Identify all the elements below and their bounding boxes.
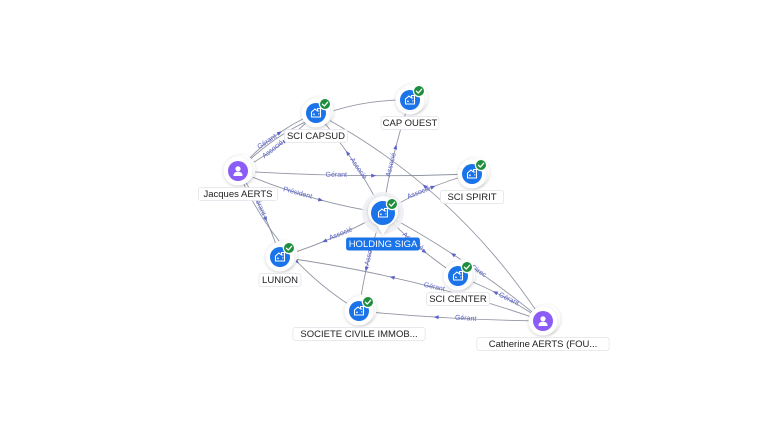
building-icon xyxy=(452,270,464,281)
node-label-center[interactable]: SCI CENTER xyxy=(425,292,490,306)
node-holding[interactable]: HOLDING SIGA xyxy=(346,192,420,251)
edge-arrow xyxy=(389,275,395,280)
node-label-text: CAP OUEST xyxy=(383,118,438,129)
node-center[interactable]: SCI CENTER xyxy=(425,259,490,306)
nodes-layer: HOLDING SIGA SCI CAPSUD CAP OUEST SCI SPIRI… xyxy=(198,83,610,351)
edge-arrow xyxy=(450,252,457,258)
building-icon xyxy=(353,305,365,316)
check-badge-icon xyxy=(460,260,474,274)
edge-catherine-scimmo xyxy=(358,310,544,322)
node-label-text: SCI CAPSUD xyxy=(287,131,345,142)
edge-label: Président xyxy=(282,186,312,200)
edge-jacques-spirit xyxy=(237,170,473,177)
node-label-catherine[interactable]: Catherine AERTS (FOU... xyxy=(476,337,610,351)
node-catherine[interactable]: Catherine AERTS (FOU... xyxy=(476,304,610,351)
edge-arrow xyxy=(317,197,324,202)
check-badge-icon xyxy=(318,97,332,111)
edge-arrow xyxy=(433,315,439,320)
edge-label: Associé xyxy=(385,152,398,178)
node-label-text: Jacques AERTS xyxy=(203,189,272,200)
node-label-holding[interactable]: HOLDING SIGA xyxy=(346,237,420,251)
node-label-capouest[interactable]: CAP OUEST xyxy=(380,116,440,130)
node-label-lunion[interactable]: LUNION xyxy=(258,273,302,287)
edge-arrow xyxy=(422,184,428,190)
node-spirit[interactable]: SCI SPIRIT xyxy=(439,157,504,204)
node-label-text: SCI CENTER xyxy=(429,294,487,305)
edge-arrow xyxy=(364,266,369,272)
edge-label: Gérant xyxy=(423,282,445,294)
building-icon xyxy=(466,168,478,179)
edge-arrow xyxy=(345,150,351,157)
building-icon xyxy=(310,107,322,118)
edge-arrow xyxy=(276,131,282,136)
edge-label: Associé xyxy=(406,185,431,201)
building-icon xyxy=(377,207,389,218)
node-label-text: HOLDING SIGA xyxy=(349,239,418,250)
edge-arrow xyxy=(393,144,398,150)
edge-arrow xyxy=(371,173,377,178)
check-badge-icon xyxy=(282,241,296,255)
check-badge-icon xyxy=(412,84,426,98)
node-label-scimmo[interactable]: SOCIETE CIVILE IMMOB... xyxy=(292,327,426,341)
person-icon xyxy=(233,166,243,176)
node-scimmo[interactable]: SOCIETE CIVILE IMMOB... xyxy=(292,294,426,341)
node-label-text: Catherine AERTS (FOU... xyxy=(489,339,598,350)
edge-arrow xyxy=(293,258,299,264)
edge-arrow xyxy=(429,185,436,190)
check-badge-icon xyxy=(361,295,375,309)
edge-arrow xyxy=(263,216,267,222)
node-label-jacques[interactable]: Jacques AERTS xyxy=(198,187,278,201)
building-icon xyxy=(404,94,416,105)
node-label-capsud[interactable]: SCI CAPSUD xyxy=(283,129,348,143)
node-capouest[interactable]: CAP OUEST xyxy=(380,83,440,130)
edge-arrow xyxy=(421,248,427,254)
edge-arrow xyxy=(322,238,328,243)
person-icon xyxy=(538,316,548,326)
node-jacques[interactable]: Jacques AERTS xyxy=(198,154,278,201)
node-label-text: SCI SPIRIT xyxy=(447,192,496,203)
edge-arrow xyxy=(492,291,499,296)
edge-label: Gérant xyxy=(455,315,477,323)
building-icon xyxy=(274,251,286,262)
edge-label: Associé xyxy=(348,157,368,181)
check-badge-icon xyxy=(474,158,488,172)
edge-catherine-lunion xyxy=(279,256,544,322)
node-label-text: SOCIETE CIVILE IMMOB... xyxy=(300,329,417,340)
check-badge-icon xyxy=(385,197,399,211)
edge-label: Gérant xyxy=(326,172,347,179)
node-lunion[interactable]: LUNION xyxy=(258,240,302,287)
node-capsud[interactable]: SCI CAPSUD xyxy=(283,96,348,143)
node-label-spirit[interactable]: SCI SPIRIT xyxy=(439,190,504,204)
node-label-text: LUNION xyxy=(262,275,298,286)
